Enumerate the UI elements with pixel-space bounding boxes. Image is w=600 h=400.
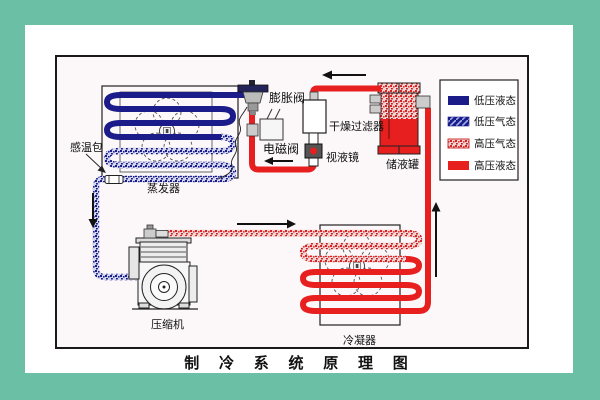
label-compressor: 压缩机 — [151, 317, 184, 331]
pipe-high-pressure-liquid — [299, 108, 431, 314]
label-sight-glass: 视液镜 — [326, 150, 359, 164]
label-condenser: 冷凝器 — [343, 333, 376, 347]
legend-label-lp-liquid: 低压液态 — [474, 94, 516, 107]
legend-label-hp-liquid: 高压液态 — [474, 159, 516, 172]
receiver-left-fitting-1 — [369, 94, 382, 104]
diagram-title: 制 冷 系 统 原 理 图 — [184, 354, 416, 372]
solenoid-valve — [246, 108, 284, 141]
legend-swatch-lp-liquid — [448, 96, 469, 105]
flow-arrow-top-left-icon — [322, 70, 366, 80]
legend-label-lp-gas: 低压气态 — [474, 115, 516, 128]
condenser-fan-hub-dot — [355, 264, 359, 268]
receiver-tank — [369, 82, 431, 155]
compressor — [128, 237, 198, 310]
legend-swatch-lp-gas — [447, 116, 470, 127]
flow-arrow-up-icon — [431, 202, 441, 277]
sensing-bulb — [104, 175, 124, 184]
flow-arrow-right-icon — [237, 219, 296, 229]
label-solenoid-valve: 电磁阀 — [263, 141, 299, 156]
pipe-low-pressure-gas — [92, 133, 237, 281]
sensing-bulb-pointer — [85, 153, 106, 173]
receiver-left-fitting-2 — [369, 104, 382, 114]
pipe-high-pressure-gas — [166, 229, 423, 263]
flow-arrow-mid-left-icon — [264, 157, 293, 165]
label-receiver: 储液罐 — [386, 157, 419, 171]
label-sensing-bulb: 感温包 — [70, 141, 103, 154]
legend: 低压液态 低压气态 高压气态 高压液态 — [439, 79, 519, 181]
compressor-discharge-fitting — [143, 224, 169, 239]
receiver-right-fitting — [415, 95, 431, 109]
label-expansion-valve: 膨胀阀 — [269, 91, 305, 105]
label-evaporator: 蒸发器 — [147, 181, 180, 195]
pipe-low-pressure-liquid — [103, 92, 244, 140]
evaporator-fan-hub-dot — [165, 129, 169, 133]
legend-label-hp-gas: 高压气态 — [474, 137, 516, 150]
legend-swatch-hp-gas — [447, 138, 470, 149]
capillary-tube — [217, 106, 248, 180]
legend-swatch-hp-liquid — [448, 161, 469, 170]
label-dry-filter: 干燥过滤器 — [329, 120, 384, 133]
sight-glass — [304, 143, 323, 159]
expansion-valve — [237, 80, 269, 115]
flow-arrow-down-icon — [88, 193, 98, 228]
